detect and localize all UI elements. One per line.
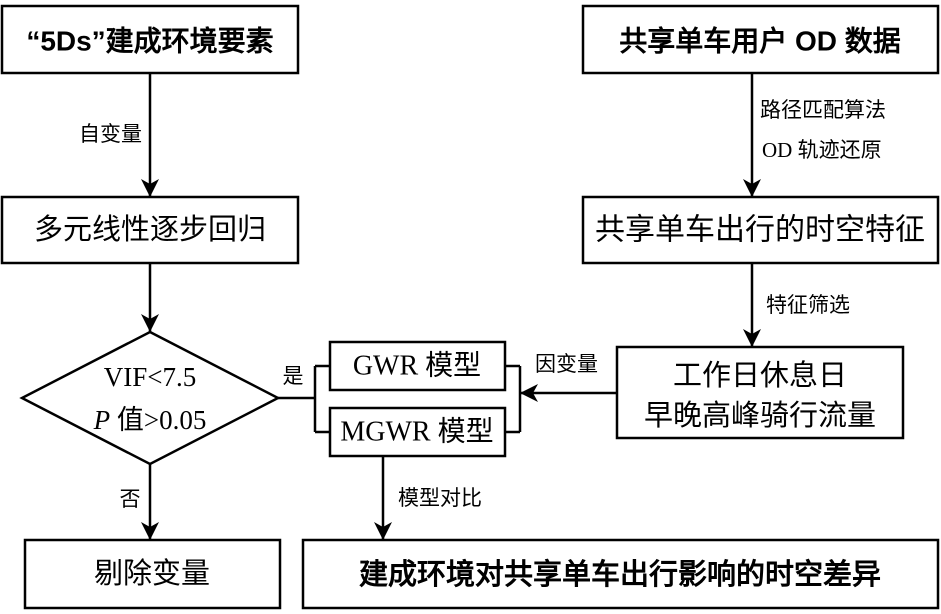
label-feature-selection: 特征筛选 xyxy=(766,293,850,317)
label-yes: 是 xyxy=(283,364,304,388)
result-box xyxy=(301,538,940,610)
features-box xyxy=(581,195,940,265)
flow-text-line2: 早晚高峰骑行流量 xyxy=(644,399,876,432)
regression-node: 多元线性逐步回归 xyxy=(0,195,300,265)
connector-models-bracket-right xyxy=(505,364,522,434)
env-elements-node: “5Ds”建成环境要素 xyxy=(0,4,300,75)
result-text: 建成环境对共享单车出行影响的时空差异 xyxy=(359,557,881,591)
gwr-box xyxy=(328,340,507,392)
features-node: 共享单车出行的时空特征 xyxy=(581,195,940,265)
flow-box xyxy=(615,345,905,440)
decision-p-symbol: P xyxy=(93,405,111,435)
mgwr-node: MGWR 模型 xyxy=(328,406,507,458)
mgwr-text: MGWR 模型 xyxy=(340,416,493,448)
label-path-matching: 路径匹配算法 xyxy=(760,98,886,122)
regression-text: 多元线性逐步回归 xyxy=(34,213,266,246)
features-text: 共享单车出行的时空特征 xyxy=(595,214,925,247)
gwr-text: GWR 模型 xyxy=(353,350,481,382)
flow-text-line1: 工作日休息日 xyxy=(673,359,847,392)
flow-node: 工作日休息日 早晚高峰骑行流量 xyxy=(615,345,905,440)
decision-text-line2: P 值>0.05 xyxy=(93,405,207,435)
gwr-node: GWR 模型 xyxy=(328,340,507,392)
env-elements-text: “5Ds”建成环境要素 xyxy=(26,26,273,57)
decision-node: VIF<7.5 P 值>0.05 xyxy=(19,330,281,466)
od-data-node: 共享单车用户 OD 数据 xyxy=(581,4,940,75)
decision-diamond xyxy=(19,330,281,466)
label-model-comparison: 模型对比 xyxy=(398,486,482,510)
od-data-text: 共享单车用户 OD 数据 xyxy=(619,25,901,57)
env-elements-box xyxy=(0,4,300,75)
remove-text: 剔除变量 xyxy=(94,557,210,590)
remove-node: 剔除变量 xyxy=(23,538,282,610)
mgwr-box xyxy=(328,406,507,458)
remove-box xyxy=(23,538,282,610)
decision-text-line1: VIF<7.5 xyxy=(104,362,196,392)
result-node: 建成环境对共享单车出行影响的时空差异 xyxy=(301,538,940,610)
connector-decision-to-models xyxy=(278,364,330,434)
label-independent-variable: 自变量 xyxy=(79,122,142,146)
label-od-restore: OD 轨迹还原 xyxy=(762,138,882,162)
od-data-box xyxy=(581,4,940,75)
decision-p-threshold: 值>0.05 xyxy=(110,405,206,435)
label-dependent-variable: 因变量 xyxy=(535,352,598,376)
label-no: 否 xyxy=(120,487,141,511)
